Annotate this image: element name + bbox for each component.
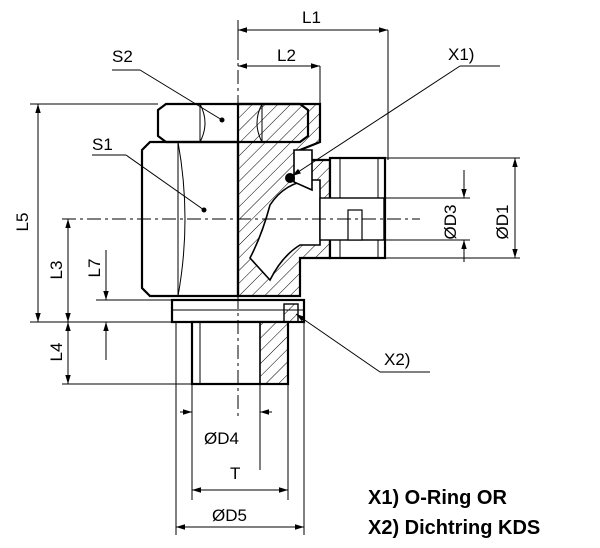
label-x2: X2) [384, 350, 410, 369]
legend-x2: X2) Dichtring KDS [368, 517, 540, 539]
label-s1: S1 [92, 135, 113, 154]
label-d3: ØD3 [441, 205, 460, 240]
legend-x1: X1) O-Ring OR [368, 487, 507, 509]
label-d5: ØD5 [212, 506, 247, 525]
label-l1: L1 [302, 8, 321, 27]
label-x1: X1) [448, 45, 474, 64]
label-d4: ØD4 [204, 429, 239, 448]
label-s2: S2 [112, 47, 133, 66]
label-d1: ØD1 [493, 205, 512, 240]
center-lines [62, 20, 420, 420]
label-l7: L7 [85, 259, 104, 278]
dimensions [30, 27, 520, 535]
label-l3: L3 [47, 261, 66, 280]
label-l2: L2 [277, 46, 296, 65]
fitting-body [140, 102, 387, 386]
label-l4: L4 [47, 343, 66, 362]
label-l5: L5 [13, 213, 32, 232]
leaders [92, 65, 500, 373]
seal-x2 [283, 303, 299, 323]
label-t: T [230, 464, 240, 483]
